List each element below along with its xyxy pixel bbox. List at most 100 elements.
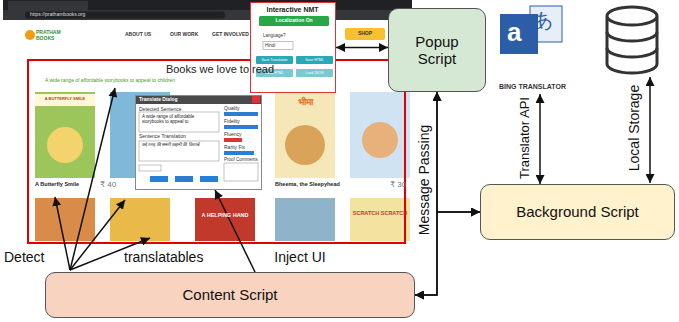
cover-art <box>47 127 83 163</box>
book-cover <box>110 198 170 241</box>
ui-text: Save HTML <box>296 58 333 62</box>
edge-label: Translator API <box>518 95 533 181</box>
storage-arrow <box>649 77 651 183</box>
panel-button <box>296 69 333 77</box>
nav-button: SHOP <box>345 31 385 37</box>
close-button <box>252 96 260 103</box>
browser-tabbar <box>3 0 412 10</box>
database-band <box>607 32 657 57</box>
edge-label: Inject UI <box>272 249 327 265</box>
ui-text: BING TRANSLATOR <box>495 83 570 91</box>
ui-text: Fidelity <box>224 119 240 125</box>
detect-arrow <box>55 197 70 270</box>
cover-title-band <box>35 94 95 106</box>
book-title: A Butterfly Smile <box>35 181 79 187</box>
nav-item: GET INVOLVED <box>212 32 249 38</box>
book-cover <box>275 198 335 241</box>
select-box <box>139 165 161 171</box>
panel-button <box>296 56 333 64</box>
annotation: Detect <box>4 249 44 265</box>
cover-art <box>285 125 325 165</box>
ui-text: Translate Dialog <box>139 97 178 103</box>
text-area <box>139 112 219 132</box>
score-bar <box>224 125 258 129</box>
ui-text: Quality <box>224 106 240 112</box>
book-cover <box>350 92 410 178</box>
ui-text: Load JSON <box>296 71 333 75</box>
score-bar <box>224 112 258 116</box>
panel-ground <box>250 2 336 93</box>
connector <box>415 92 437 295</box>
dialog-art <box>135 95 262 190</box>
dialog-header <box>135 95 262 104</box>
connector <box>215 190 255 272</box>
nav-item: OUR WORK <box>170 32 198 38</box>
score-bar <box>224 138 242 142</box>
ui-text: Localization On <box>259 18 329 24</box>
ui-text: Rarity Fix <box>224 145 245 151</box>
database-cylinder <box>607 7 657 73</box>
cover-art <box>362 122 398 158</box>
book-price: ₹ 40 <box>100 180 116 189</box>
select-box <box>263 42 293 50</box>
node-label: Popup Script <box>399 33 475 68</box>
cover-title: A HELPING HAND <box>197 212 253 218</box>
panel-button <box>256 56 293 64</box>
dialog-button <box>200 176 218 182</box>
highlight-border <box>28 60 405 243</box>
book-price: ₹ 30 <box>390 180 406 189</box>
ui-text: Language? <box>263 33 286 38</box>
page-heading: Books we love to read <box>110 63 330 76</box>
book-title: Bheema, the Sleepyhead <box>275 181 355 187</box>
ui-text: Hindi <box>265 43 275 48</box>
translate-dialog: Translate DialogDetected SentenceA wide … <box>135 95 262 190</box>
service-logo: BING TRANSLATOR <box>495 6 570 94</box>
ui-text: Fluency <box>224 132 242 138</box>
web-page <box>3 20 412 246</box>
score-bar <box>224 151 254 155</box>
ui-text: Sentence Translation <box>139 134 186 140</box>
logo-glyph: あ <box>533 9 553 32</box>
database-icon <box>607 7 657 73</box>
connector <box>437 92 480 212</box>
ui-text: Detected Sentence <box>139 107 182 113</box>
ui-text: कई तरह की सस्ती कहानी की किताबें <box>142 142 216 147</box>
logo-square <box>500 14 538 54</box>
bing-logo <box>500 6 562 54</box>
browser-urlbar <box>3 10 412 20</box>
popup-panel: Interactive NMT Localization On Language? H… <box>250 2 336 93</box>
cover-title: A BUTTERFLY SMILE <box>37 97 93 102</box>
cover-title: भीमा <box>277 97 333 107</box>
process-box: Content Script <box>45 272 415 318</box>
book-cover <box>195 198 255 241</box>
node-label: Background Script <box>516 203 639 220</box>
dialog-ground <box>135 95 262 190</box>
node-label: Content Script <box>182 286 277 303</box>
edge-label: Message Passing <box>416 123 432 238</box>
dialog-button <box>150 176 168 182</box>
connector <box>539 94 541 184</box>
ui-text: Interactive NMT <box>251 6 334 14</box>
process-box: Popup Script <box>388 8 486 92</box>
cover-title: SCRATCH SCRATCH <box>352 210 408 216</box>
site-logo-text: PRATHAM BOOKS <box>36 30 66 42</box>
page-subtitle: A wide range of affordable storybooks to… <box>45 78 175 84</box>
connector <box>336 47 388 49</box>
annotation: translatables <box>124 249 203 265</box>
url-field <box>25 12 225 19</box>
url-text: https://prathambooks.org <box>30 12 85 18</box>
text-area <box>139 141 219 161</box>
ui-text: Proof Comments <box>224 157 258 162</box>
ui-text: Save Translation <box>256 58 293 62</box>
nav-item: ABOUT US <box>125 32 151 38</box>
shop-button <box>345 28 385 40</box>
arrow-label: Local Storage <box>626 85 642 171</box>
detect-arrow <box>70 88 115 270</box>
ui-text: A wide range of affordable storybooks to… <box>142 114 216 124</box>
book-cover <box>35 92 95 178</box>
popup-panel-art <box>250 2 336 93</box>
book-cover <box>350 198 410 241</box>
book-cover <box>275 92 335 178</box>
